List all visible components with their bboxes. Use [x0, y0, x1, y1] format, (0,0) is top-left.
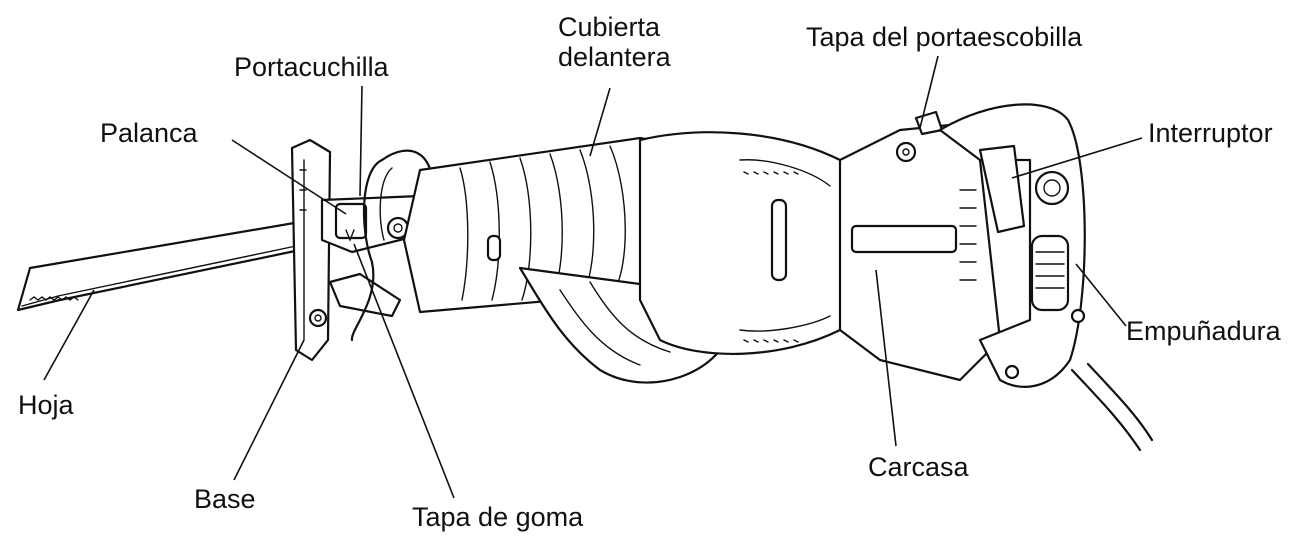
- leader-lines: [43, 55, 1143, 499]
- gear-housing-drawing: [638, 131, 882, 356]
- blade-drawing: [16, 220, 302, 312]
- leader-cubierta: [589, 87, 611, 157]
- label-palanca: Palanca: [100, 118, 198, 148]
- label-cubierta-line1: Cubierta: [558, 12, 661, 42]
- base-shoe-drawing: [290, 138, 332, 362]
- leader-empunadura: [1075, 263, 1127, 327]
- front-cover-drawing: [402, 136, 702, 314]
- label-empunadura: Empuñadura: [1126, 316, 1281, 346]
- label-cubierta-line2: delantera: [558, 42, 671, 72]
- leader-tapa-goma: [353, 243, 455, 499]
- label-hoja: Hoja: [18, 390, 74, 420]
- leader-tapa-portaescobilla: [919, 55, 939, 129]
- label-tapa-de-goma: Tapa de goma: [412, 502, 584, 532]
- leader-base: [233, 339, 305, 481]
- label-cubierta-delantera: Cubierta delantera: [558, 12, 671, 72]
- leader-portacuchilla: [359, 85, 363, 197]
- leader-palanca: [231, 139, 347, 215]
- leader-carcasa: [875, 269, 897, 447]
- label-interruptor: Interruptor: [1148, 118, 1273, 148]
- leader-interruptor: [1011, 137, 1143, 179]
- label-portacuchilla: Portacuchilla: [234, 52, 389, 82]
- handle-drawing: [938, 103, 1154, 452]
- leader-hoja: [43, 289, 95, 381]
- label-carcasa: Carcasa: [868, 452, 969, 482]
- label-base: Base: [194, 484, 256, 514]
- blade-clamp-drawing: [320, 194, 434, 318]
- label-tapa-portaescobilla: Tapa del portaescobilla: [806, 22, 1083, 52]
